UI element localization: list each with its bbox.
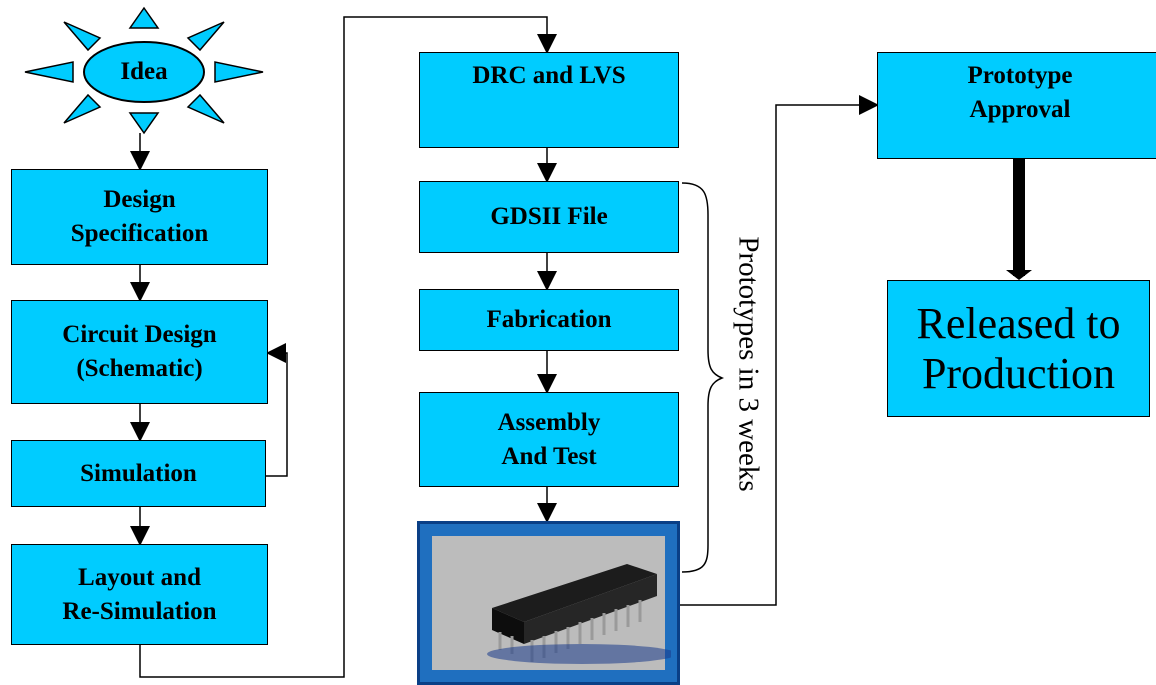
circuit-design-box: Circuit Design (Schematic) [11, 300, 268, 404]
idea-bubble [83, 41, 205, 103]
simulation-label: Simulation [80, 459, 197, 487]
layout-box: Layout and Re-Simulation [11, 544, 268, 645]
thick-arrow-head [1006, 270, 1032, 280]
design-specification-box: Design Specification [11, 169, 268, 265]
design-specification-label: Design Specification [70, 186, 209, 247]
fabrication-box: Fabrication [419, 289, 679, 351]
arrow-photo-to-approval [680, 95, 879, 606]
drc-lvs-label: DRC and LVS [472, 62, 626, 89]
sun-rays-icon [24, 6, 264, 135]
prototype-brace [681, 182, 725, 573]
arrow-layout-to-drc [139, 16, 557, 678]
assembly-label: Assembly And Test [497, 408, 601, 470]
gdsii-label: GDSII File [490, 203, 608, 230]
released-label: Released to Production [916, 298, 1121, 398]
chip-photo-background [432, 536, 671, 670]
circuit-design-label: Circuit Design (Schematic) [62, 321, 217, 382]
simulation-box: Simulation [11, 440, 266, 507]
idea-label: Idea [120, 58, 168, 85]
released-box: Released to Production [887, 280, 1150, 417]
ic-chip-photo-icon [487, 564, 671, 664]
gdsii-box: GDSII File [419, 181, 679, 253]
brace-note-text: Prototypes in 3 weeks [732, 236, 765, 492]
arrow-feedback-loop [266, 343, 288, 477]
drc-lvs-box: DRC and LVS [419, 52, 679, 148]
layout-label: Layout and Re-Simulation [62, 563, 217, 625]
chip-photo [417, 521, 680, 685]
prototype-approval-box: Prototype Approval [877, 52, 1156, 159]
prototype-approval-label: Prototype Approval [967, 62, 1073, 123]
fabrication-label: Fabrication [486, 306, 612, 333]
assembly-box: Assembly And Test [419, 392, 679, 487]
